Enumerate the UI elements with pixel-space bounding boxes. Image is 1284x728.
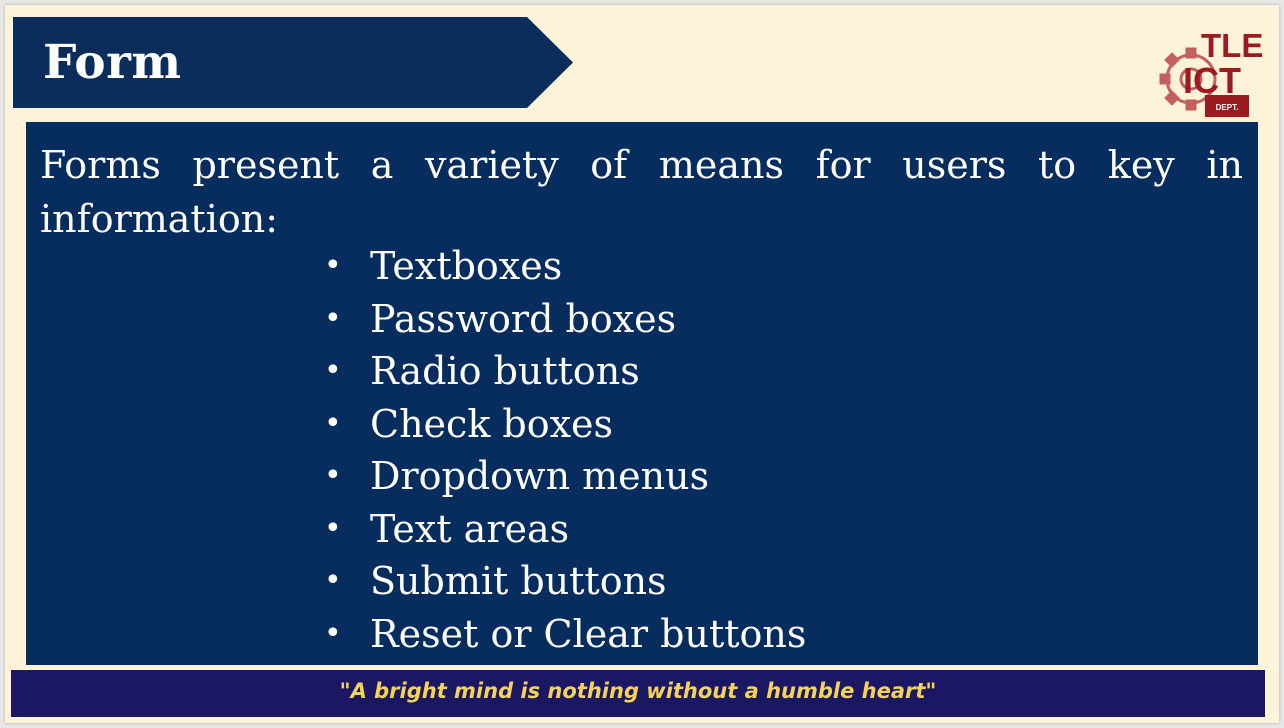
list-item: • Submit buttons	[316, 555, 806, 608]
bullet-icon: •	[324, 510, 342, 546]
slide: Form TLE ICT DEPT. Forms present a varie…	[5, 5, 1279, 723]
footer-quote: "A bright mind is nothing without a humb…	[339, 679, 937, 703]
bullet-icon: •	[324, 300, 342, 336]
list-item-label: Radio buttons	[370, 349, 640, 393]
list-item: • Check boxes	[316, 398, 806, 451]
list-item: • Text areas	[316, 503, 806, 556]
bullet-icon: •	[324, 248, 342, 283]
list-item: • Reset or Clear buttons	[316, 608, 806, 661]
list-item-label: Dropdown menus	[370, 454, 710, 498]
intro-paragraph: Forms present a variety of means for use…	[40, 143, 1243, 241]
title-banner	[13, 17, 573, 108]
list-item-label: Text areas	[370, 506, 570, 551]
logo-text-tle: TLE	[1201, 27, 1263, 64]
logo-text-ict: ICT	[1183, 60, 1241, 101]
list-item-label: Textboxes	[370, 244, 563, 288]
tle-ict-dept-logo: TLE ICT DEPT.	[1159, 27, 1263, 117]
slide-title: Form	[43, 35, 182, 90]
logo-plate	[1205, 95, 1249, 117]
list-item-label: Reset or Clear buttons	[370, 611, 807, 656]
gear-icon	[1159, 47, 1217, 111]
bullet-icon: •	[324, 615, 342, 651]
bullet-icon: •	[324, 405, 342, 441]
list-item-label: Submit buttons	[370, 559, 667, 603]
bullet-icon: •	[324, 563, 342, 598]
bullet-list: • Textboxes • Password boxes • Radio button…	[316, 240, 806, 660]
list-item-label: Check boxes	[370, 401, 614, 446]
list-item: • Dropdown menus	[316, 450, 806, 503]
list-item: • Textboxes	[316, 240, 806, 293]
logo-text-dept: DEPT.	[1216, 103, 1239, 112]
list-item: • Radio buttons	[316, 345, 806, 398]
list-item: • Password boxes	[316, 293, 806, 346]
list-item-label: Password boxes	[370, 296, 677, 341]
content-box: Forms present a variety of means for use…	[26, 122, 1258, 665]
footer-bar: "A bright mind is nothing without a humb…	[11, 670, 1265, 717]
bullet-icon: •	[324, 353, 342, 388]
bullet-icon: •	[324, 458, 342, 493]
